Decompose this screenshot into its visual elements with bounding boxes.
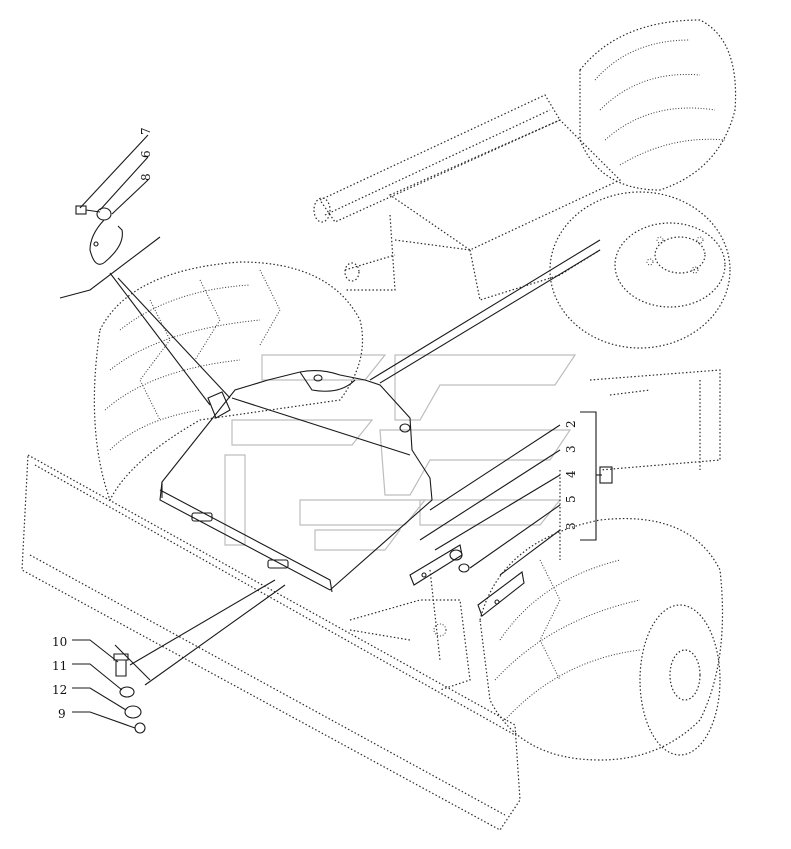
callout-4: 4 xyxy=(564,470,578,478)
callout-11: 11 xyxy=(52,659,67,673)
rear-hub xyxy=(549,191,731,349)
logo-watermark xyxy=(224,354,577,551)
bracket-right xyxy=(477,571,525,617)
callout-7: 7 xyxy=(139,127,153,135)
bolt-group xyxy=(113,653,146,734)
machine-frame-right xyxy=(559,369,721,560)
nut-washer-5 xyxy=(449,549,470,573)
callout-8: 8 xyxy=(139,173,153,181)
rear-tire-upper xyxy=(579,19,737,191)
callout-5: 5 xyxy=(564,495,578,503)
pin-with-lanyard xyxy=(75,205,123,265)
callout-12: 12 xyxy=(52,683,67,697)
callout-3: 3 xyxy=(564,522,578,530)
callout-9: 9 xyxy=(58,707,66,721)
callout-labels: 7 6 8 2 3 4 5 3 10 11 12 9 xyxy=(52,127,578,721)
callout-6: 6 xyxy=(139,150,153,158)
front-tire-right xyxy=(479,517,724,761)
callout-2: 2 xyxy=(564,420,578,428)
dozer-blade xyxy=(21,454,521,831)
front-linkage xyxy=(349,569,471,691)
machine-body xyxy=(388,119,622,301)
bracket-left xyxy=(409,544,463,586)
callout-3: 3 xyxy=(564,445,578,453)
leader-lines xyxy=(59,134,613,729)
cover-plate xyxy=(159,369,433,593)
callout-10: 10 xyxy=(52,635,67,649)
machine-top-beam xyxy=(313,94,561,291)
front-tire-left xyxy=(93,261,364,502)
